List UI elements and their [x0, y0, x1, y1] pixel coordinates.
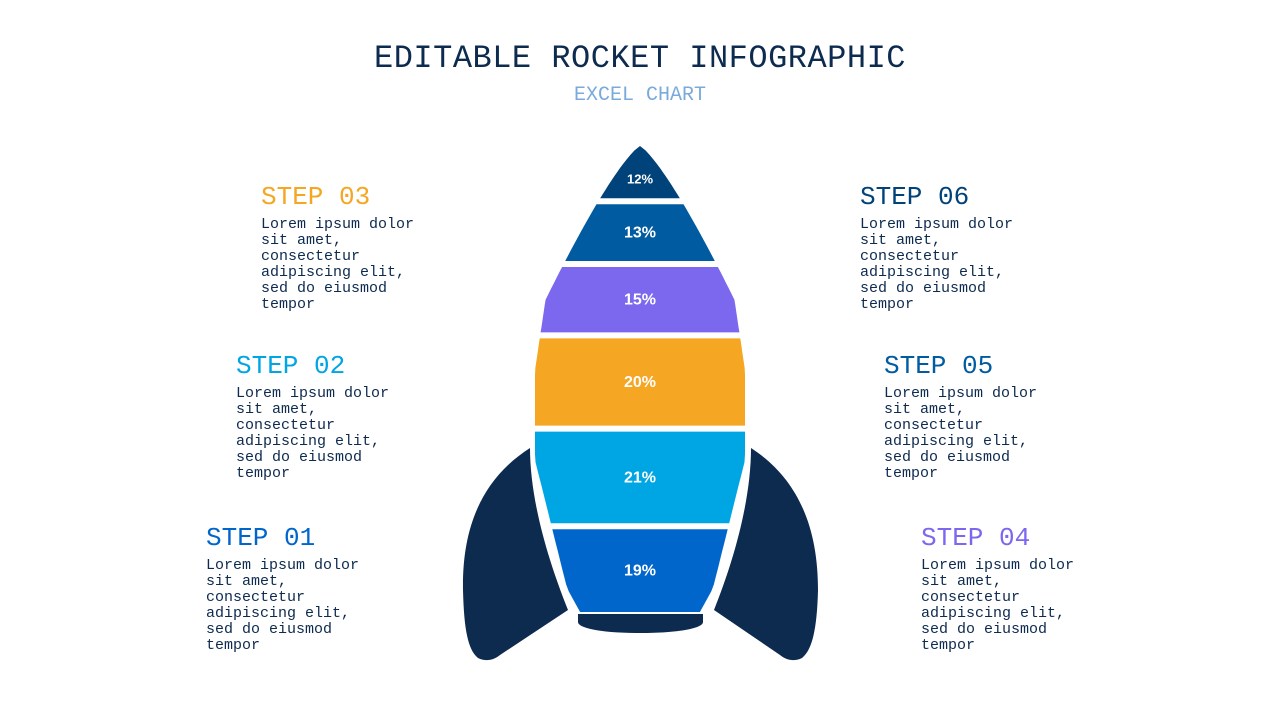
step-05: STEP 05 Lorem ipsum dolor sit amet, cons…: [884, 352, 1064, 482]
segment-label-4: 15%: [624, 292, 656, 309]
step-05-title: STEP 05: [884, 351, 994, 381]
rocket-nozzle: [578, 614, 703, 633]
step-06-text: Lorem ipsum dolor sit amet, consectetur …: [860, 216, 1014, 313]
rocket-segment-3: [535, 338, 745, 426]
rocket-segment-1: [552, 529, 728, 612]
step-01-title: STEP 01: [206, 523, 316, 553]
right-fin: [714, 448, 818, 661]
rocket-segment-4: [540, 267, 740, 333]
segment-label-6: 12%: [627, 171, 653, 186]
segment-label-5: 13%: [624, 225, 656, 242]
step-03-title: STEP 03: [261, 182, 371, 212]
step-02-title: STEP 02: [236, 351, 346, 381]
rocket-segment-2: [535, 431, 745, 524]
rocket-segment-5: [565, 204, 715, 261]
step-05-text: Lorem ipsum dolor sit amet, consectetur …: [884, 385, 1038, 482]
step-01: STEP 01 Lorem ipsum dolor sit amet, cons…: [206, 524, 386, 654]
step-03: STEP 03 Lorem ipsum dolor sit amet, cons…: [261, 183, 441, 313]
step-04-text: Lorem ipsum dolor sit amet, consectetur …: [921, 557, 1075, 654]
step-06-title: STEP 06: [860, 182, 970, 212]
step-04: STEP 04 Lorem ipsum dolor sit amet, cons…: [921, 524, 1101, 654]
step-06: STEP 06 Lorem ipsum dolor sit amet, cons…: [860, 183, 1040, 313]
segment-label-1: 19%: [624, 563, 656, 580]
step-03-text: Lorem ipsum dolor sit amet, consectetur …: [261, 216, 415, 313]
page-title: EDITABLE ROCKET INFOGRAPHIC: [374, 40, 906, 77]
rocket-segments: 19% 21% 20% 15% 13% 12%: [535, 146, 745, 612]
segment-label-2: 21%: [624, 469, 656, 486]
step-01-text: Lorem ipsum dolor sit amet, consectetur …: [206, 557, 360, 654]
step-02-text: Lorem ipsum dolor sit amet, consectetur …: [236, 385, 390, 482]
segment-label-3: 20%: [624, 374, 656, 391]
left-fin: [462, 448, 568, 661]
step-04-title: STEP 04: [921, 523, 1031, 553]
rocket-fins: [462, 448, 818, 661]
step-02: STEP 02 Lorem ipsum dolor sit amet, cons…: [236, 352, 416, 482]
page-subtitle: EXCEL CHART: [573, 84, 707, 107]
rocket-segment-6: [600, 146, 680, 199]
